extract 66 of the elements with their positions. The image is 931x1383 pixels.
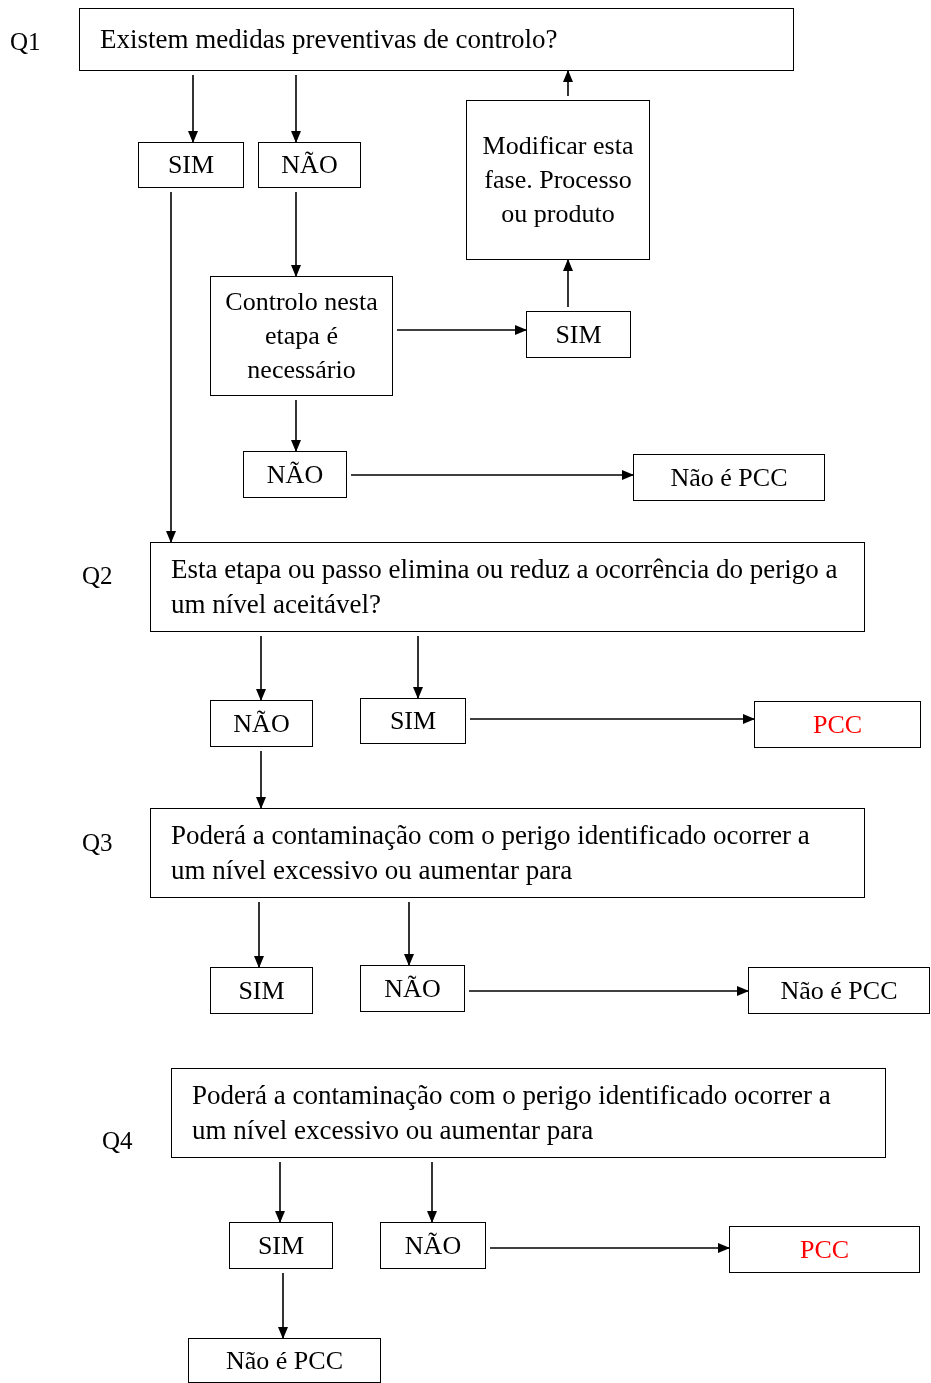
box-text: SIM	[167, 149, 215, 182]
box-text: Poderá a contaminação com o perigo identificado ocorrer a um nível excessivo ou aumentar para	[192, 1078, 832, 1147]
arrow	[489, 1243, 730, 1253]
box-text: NÃO	[266, 458, 324, 491]
arrow	[256, 750, 266, 809]
question-number: Q3	[82, 829, 113, 857]
outcome-box	[729, 1226, 920, 1273]
answer-box	[210, 700, 313, 747]
box-text: Modificar esta fase. Processo ou produto	[481, 130, 635, 230]
box-text: Não é PCC	[226, 1344, 343, 1377]
outcome-box	[188, 1338, 381, 1383]
outcome-box	[754, 701, 921, 748]
box-text: Não é PCC	[670, 461, 788, 494]
box-text: Poderá a contaminação com o perigo identificado ocorrer a um nível excessivo ou aumentar para	[171, 818, 811, 887]
answer-box	[229, 1222, 333, 1269]
answer-box	[258, 142, 361, 188]
arrow	[275, 1161, 285, 1223]
answer-box	[210, 967, 313, 1014]
answer-box	[380, 1222, 486, 1269]
arrow	[404, 901, 414, 966]
box-text: Existem medidas preventivas de controlo?	[100, 22, 558, 56]
arrow	[469, 714, 755, 724]
arrow	[278, 1272, 288, 1339]
answer-box	[526, 311, 631, 358]
arrow	[396, 325, 527, 335]
question-number: Q4	[102, 1127, 133, 1155]
arrow	[291, 191, 301, 277]
arrow	[291, 399, 301, 452]
arrow	[427, 1161, 437, 1223]
box-text: NÃO	[233, 707, 290, 740]
arrow	[254, 901, 264, 968]
arrow	[350, 470, 634, 480]
answer-box	[360, 698, 466, 744]
arrow	[413, 635, 423, 699]
question-box	[150, 542, 865, 632]
box-text: Não é PCC	[780, 974, 898, 1007]
question-number: Q1	[10, 28, 41, 56]
box-text: Controlo nesta etapa é necessário	[224, 286, 379, 386]
answer-box	[138, 142, 244, 188]
box-text: SIM	[389, 705, 437, 738]
arrow	[256, 635, 266, 701]
box-text: Esta etapa ou passo elimina ou reduz a ocorrência do perigo a um nível aceitável?	[171, 552, 839, 621]
answer-box	[243, 451, 347, 498]
arrow	[468, 986, 749, 996]
answer-box	[360, 965, 465, 1012]
question-box	[150, 808, 865, 898]
arrow	[563, 70, 573, 97]
box-text: SIM	[257, 1229, 305, 1262]
box-text: SIM	[555, 318, 602, 351]
question-number: Q2	[82, 562, 113, 590]
box-text: NÃO	[404, 1229, 462, 1262]
box-text: NÃO	[384, 972, 441, 1005]
box-text: SIM	[238, 974, 285, 1007]
question-box	[79, 8, 794, 71]
arrow	[166, 191, 176, 543]
box-text: NÃO	[281, 149, 338, 182]
outcome-box	[633, 454, 825, 501]
box-text: PCC	[799, 1233, 850, 1266]
question-box	[171, 1068, 886, 1158]
outcome-box	[748, 967, 930, 1014]
action-box	[210, 276, 393, 396]
box-text: PCC	[812, 708, 863, 741]
action-box	[466, 100, 650, 260]
arrow	[291, 74, 301, 143]
arrow	[188, 74, 198, 143]
arrow	[563, 259, 573, 308]
